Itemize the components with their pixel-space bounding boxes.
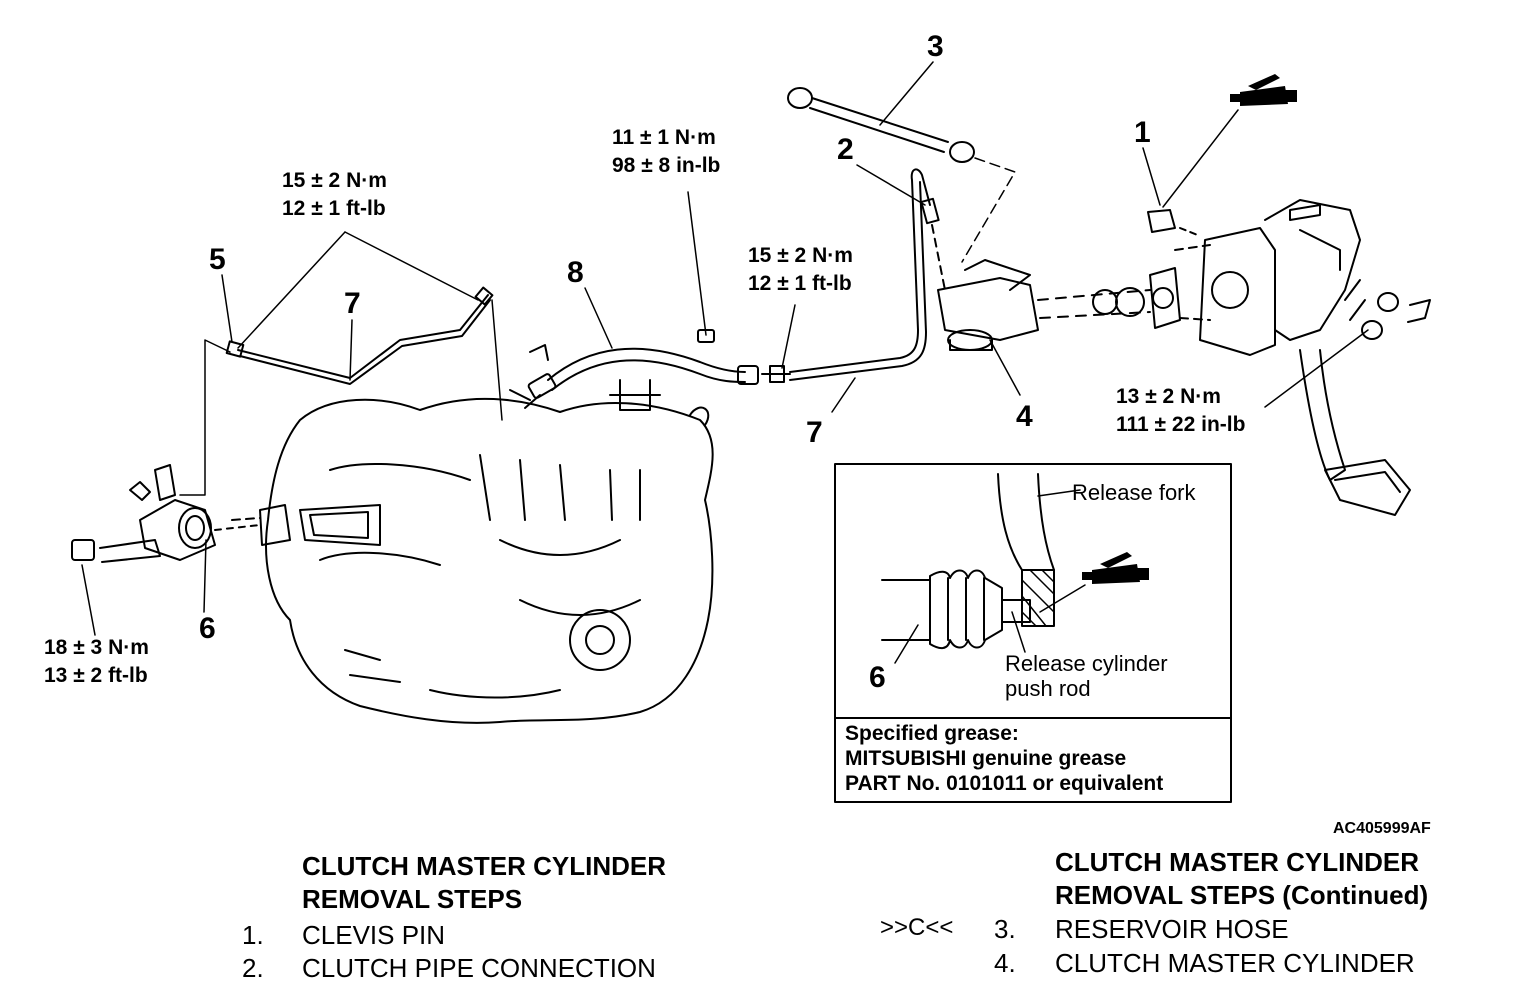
grease-gun-icon [1230,74,1297,106]
grease-spec-box: Specified grease: MITSUBISHI genuine gre… [835,718,1231,802]
callout-4: 4 [1016,400,1033,433]
callout-6-inset: 6 [869,661,886,694]
torque-imperial: 12 ± 1 ft-lb [282,197,386,221]
callout-7-left: 7 [344,287,361,320]
inset-frame [834,463,1232,803]
clutch-hose-drawing [527,347,791,399]
grease-spec-line2: MITSUBISHI genuine grease [845,746,1127,770]
step-label: RESERVOIR HOSE [1055,914,1289,944]
inset-drawing [881,473,1086,664]
callout-5: 5 [209,243,226,276]
callout-7-right: 7 [806,416,823,449]
step-label: CLUTCH MASTER CYLINDER [1055,948,1415,978]
torque-spec-release-bolt: 18 ± 3 N·m 13 ± 2 ft-lb [44,636,149,688]
step-number: 1. [242,920,264,950]
torque-imperial: 13 ± 2 ft-lb [44,664,148,688]
figure-code: AC405999AF [1333,820,1431,837]
clutch-pipe-left-drawing [179,286,503,496]
step-number: 3. [994,914,1016,944]
transaxle-drawing [265,344,714,724]
steps-right-title-line1: CLUTCH MASTER CYLINDER [1055,847,1419,877]
steps-right-title: CLUTCH MASTER CYLINDER REMOVAL STEPS (Co… [1055,847,1429,911]
step-label: CLEVIS PIN [302,920,446,950]
steps-left-title-line1: CLUTCH MASTER CYLINDER [302,851,666,881]
torque-imperial: 111 ± 22 in-lb [1116,413,1246,437]
step-number: 2. [242,953,264,983]
torque-imperial: 98 ± 8 in-lb [612,154,721,178]
leader-lines [81,61,1369,636]
grease-spec-line1: Specified grease: [845,722,1019,745]
steps-left-title-line2: REMOVAL STEPS [302,883,523,914]
release-cylinder-drawing [71,464,291,563]
torque-spec-pipe-left: 15 ± 2 N·m 12 ± 1 ft-lb [282,169,387,221]
callout-2: 2 [837,133,854,166]
reservoir-hose-drawing [787,87,1016,263]
callout-3: 3 [927,30,944,63]
bolt-drawing [697,329,715,343]
torque-metric: 11 ± 1 N·m [612,126,716,149]
torque-spec-pipe-center: 11 ± 1 N·m 98 ± 8 in-lb [612,126,720,178]
torque-spec-pipe-union: 15 ± 2 N·m 12 ± 1 ft-lb [748,244,853,296]
callout-1: 1 [1134,116,1151,149]
torque-spec-pedal-nut: 13 ± 2 N·m 111 ± 22 in-lb [1116,385,1245,437]
torque-metric: 13 ± 2 N·m [1116,385,1221,408]
step-number: 4. [994,948,1016,978]
step-label: CLUTCH PIPE CONNECTION [302,953,656,983]
torque-metric: 15 ± 2 N·m [748,244,853,267]
grease-gun-icon [1082,552,1149,584]
grease-spec-line3: PART No. 0101011 or equivalent [845,771,1164,795]
push-rod-label-line2: push rod [1005,676,1091,701]
steps-left-title: CLUTCH MASTER CYLINDER REMOVAL STEPS [302,851,666,915]
clutch-pipe-right-drawing [789,168,946,381]
torque-imperial: 12 ± 1 ft-lb [748,272,852,296]
torque-metric: 18 ± 3 N·m [44,636,149,659]
push-rod-label-line1: Release cylinder [1005,651,1168,676]
steps-right-title-line2: REMOVAL STEPS (Continued) [1055,879,1429,910]
callout-6: 6 [199,612,216,645]
callout-8: 8 [567,256,584,289]
pedal-assembly-drawing [1147,199,1431,516]
release-fork-label: Release fork [1072,480,1196,505]
step-marker: >>C<< [880,914,954,941]
torque-metric: 15 ± 2 N·m [282,169,387,192]
master-cylinder-drawing [937,259,1181,351]
